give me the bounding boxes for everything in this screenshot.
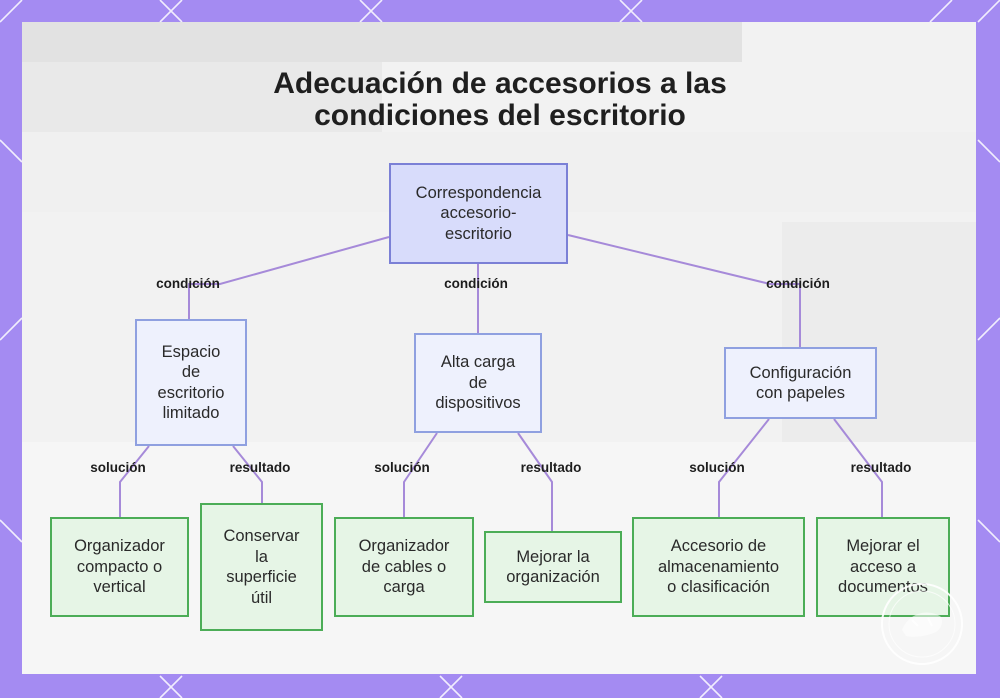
edge-label-condition: condición	[156, 276, 220, 291]
edge-label-condition: condición	[444, 276, 508, 291]
connector-line	[518, 433, 552, 531]
root-node-line: accesorio-	[416, 203, 542, 224]
outcome-node-line: Mejorar la	[506, 547, 600, 568]
connector-line	[568, 235, 800, 347]
outcome-node-line: Conservar	[223, 526, 299, 547]
root-node: Correspondencia accesorio- escritorio	[389, 163, 568, 264]
root-node-line: escritorio	[416, 224, 542, 245]
edge-label-solution: solución	[374, 460, 430, 475]
outcome-node-line: superficie	[223, 567, 299, 588]
outcome-node-line: organización	[506, 567, 600, 588]
diagram-title-line-2: condiciones del escritorio	[0, 98, 1000, 134]
condition-node-paper-setup: Configuración con papeles	[724, 347, 877, 419]
edge-label-condition: condición	[766, 276, 830, 291]
condition-node-line: con papeles	[750, 383, 852, 404]
condition-node-line: de	[158, 362, 225, 383]
condition-node-line: Espacio	[158, 342, 225, 363]
condition-node-limited-space: Espacio de escritorio limitado	[135, 319, 247, 446]
condition-node-line: Configuración	[750, 363, 852, 384]
connector-line	[120, 446, 149, 517]
condition-node-line: dispositivos	[435, 393, 520, 414]
condition-node-line: Alta carga	[435, 352, 520, 373]
edge-label-result: resultado	[230, 460, 291, 475]
outcome-node-line: almacenamiento	[658, 557, 779, 578]
outcome-node-compact-organizer: Organizador compacto o vertical	[50, 517, 189, 617]
edge-label-result: resultado	[851, 460, 912, 475]
outcome-node-line: compacto o	[74, 557, 165, 578]
condition-node-device-load: Alta carga de dispositivos	[414, 333, 542, 433]
outcome-node-better-organization: Mejorar la organización	[484, 531, 622, 603]
outcome-node-cable-organizer: Organizador de cables o carga	[334, 517, 474, 617]
outcome-node-line: acceso a	[838, 557, 928, 578]
root-node-line: Correspondencia	[416, 183, 542, 204]
connector-line	[404, 433, 437, 517]
outcome-node-storage-accessory: Accesorio de almacenamiento o clasificac…	[632, 517, 805, 617]
seal-watermark-icon	[878, 580, 966, 668]
outcome-node-line: Organizador	[359, 536, 450, 557]
edge-label-result: resultado	[521, 460, 582, 475]
outcome-node-line: Organizador	[74, 536, 165, 557]
edge-label-solution: solución	[90, 460, 146, 475]
condition-node-line: escritorio	[158, 383, 225, 404]
outcome-node-line: Accesorio de	[658, 536, 779, 557]
edge-label-solution: solución	[689, 460, 745, 475]
outcome-node-line: o clasificación	[658, 577, 779, 598]
condition-node-line: de	[435, 373, 520, 394]
outcome-node-line: Mejorar el	[838, 536, 928, 557]
outcome-node-line: de cables o	[359, 557, 450, 578]
condition-node-line: limitado	[158, 403, 225, 424]
outcome-node-line: vertical	[74, 577, 165, 598]
diagram-title-line-1: Adecuación de accesorios a las	[0, 66, 1000, 102]
outcome-node-line: carga	[359, 577, 450, 598]
outcome-node-keep-surface: Conservar la superficie útil	[200, 503, 323, 631]
outcome-node-line: útil	[223, 588, 299, 609]
outcome-node-line: la	[223, 547, 299, 568]
